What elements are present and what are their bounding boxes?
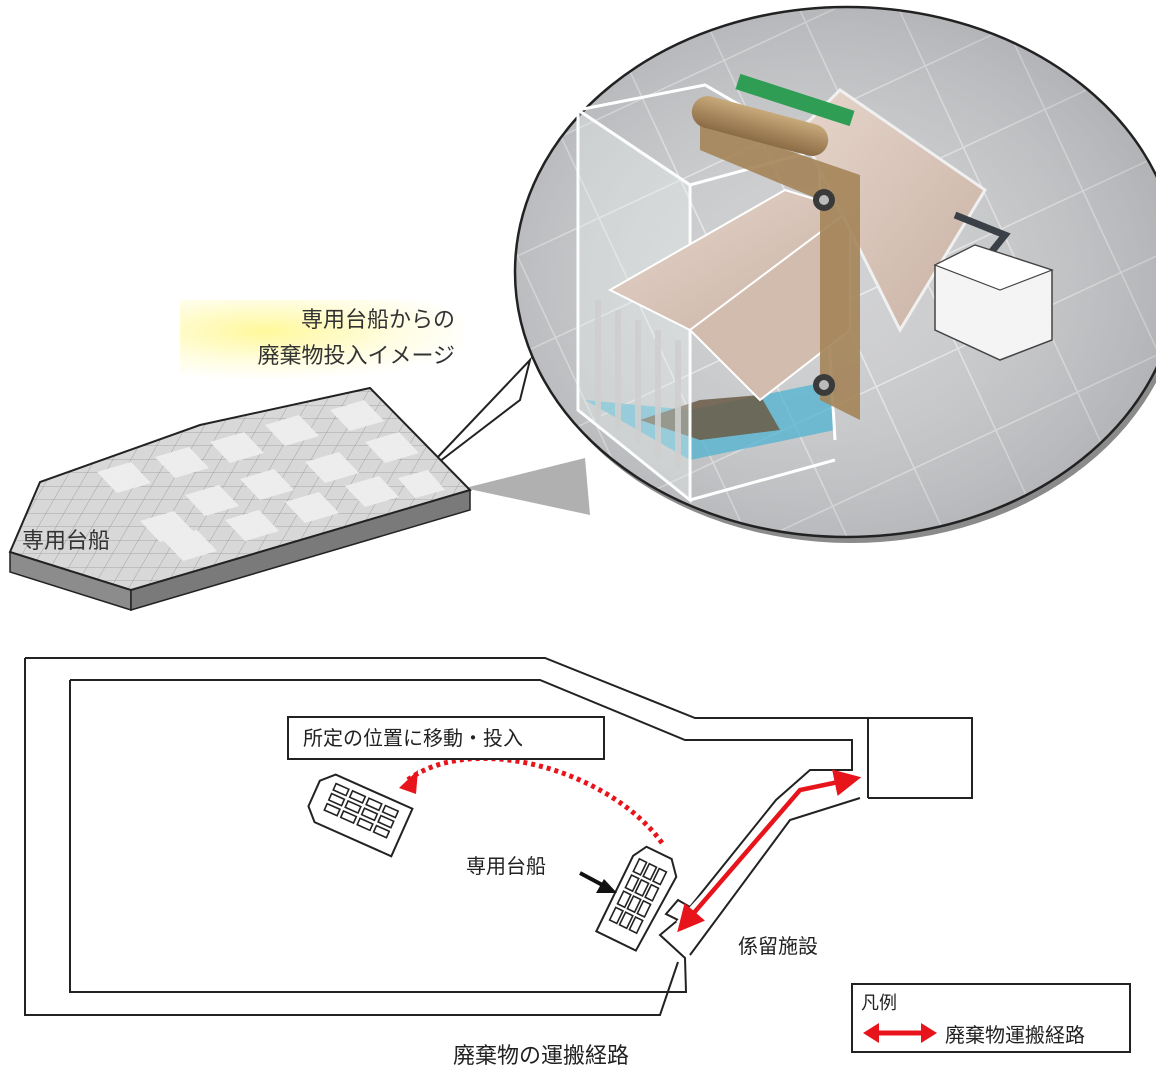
illustration-caption: 専用台船からの 廃棄物投入イメージ bbox=[180, 300, 465, 378]
outer-wall-bottom bbox=[24, 658, 679, 1016]
plan-barge-dumping bbox=[307, 773, 414, 858]
plan-barge-docked bbox=[594, 845, 678, 952]
zoom-callout-pointer bbox=[417, 356, 590, 515]
legend-item-label: 廃棄物運搬経路 bbox=[945, 1023, 1085, 1047]
movement-arrowhead-icon bbox=[399, 770, 418, 794]
barge-illustration bbox=[8, 386, 472, 612]
barge-movement-arc bbox=[399, 755, 665, 845]
harbor-plan bbox=[24, 657, 973, 1016]
waste-dumping-apparatus bbox=[574, 73, 1054, 504]
mooring-dock bbox=[868, 717, 973, 799]
legend-title: 凡例 bbox=[861, 993, 897, 1014]
deck-cargo-slots bbox=[97, 400, 445, 561]
red-double-arrow-icon bbox=[863, 1023, 937, 1043]
mooring-facility-label: 係留施設 bbox=[738, 934, 818, 958]
legend: 凡例 廃棄物運搬経路 bbox=[851, 983, 1131, 1053]
outer-wall-top bbox=[25, 657, 868, 719]
caption-line-1: 専用台船からの bbox=[300, 308, 455, 333]
plan-caption: 廃棄物の運搬経路 bbox=[453, 1044, 630, 1069]
step-label-box: 所定の位置に移動・投入 bbox=[287, 716, 605, 760]
plan-barge-label: 専用台船 bbox=[466, 854, 546, 878]
illustration-barge-label: 専用台船 bbox=[22, 529, 111, 554]
caption-line-2: 廃棄物投入イメージ bbox=[257, 344, 455, 369]
black-arrow-icon bbox=[579, 871, 617, 893]
waste-transport-route bbox=[676, 769, 862, 933]
